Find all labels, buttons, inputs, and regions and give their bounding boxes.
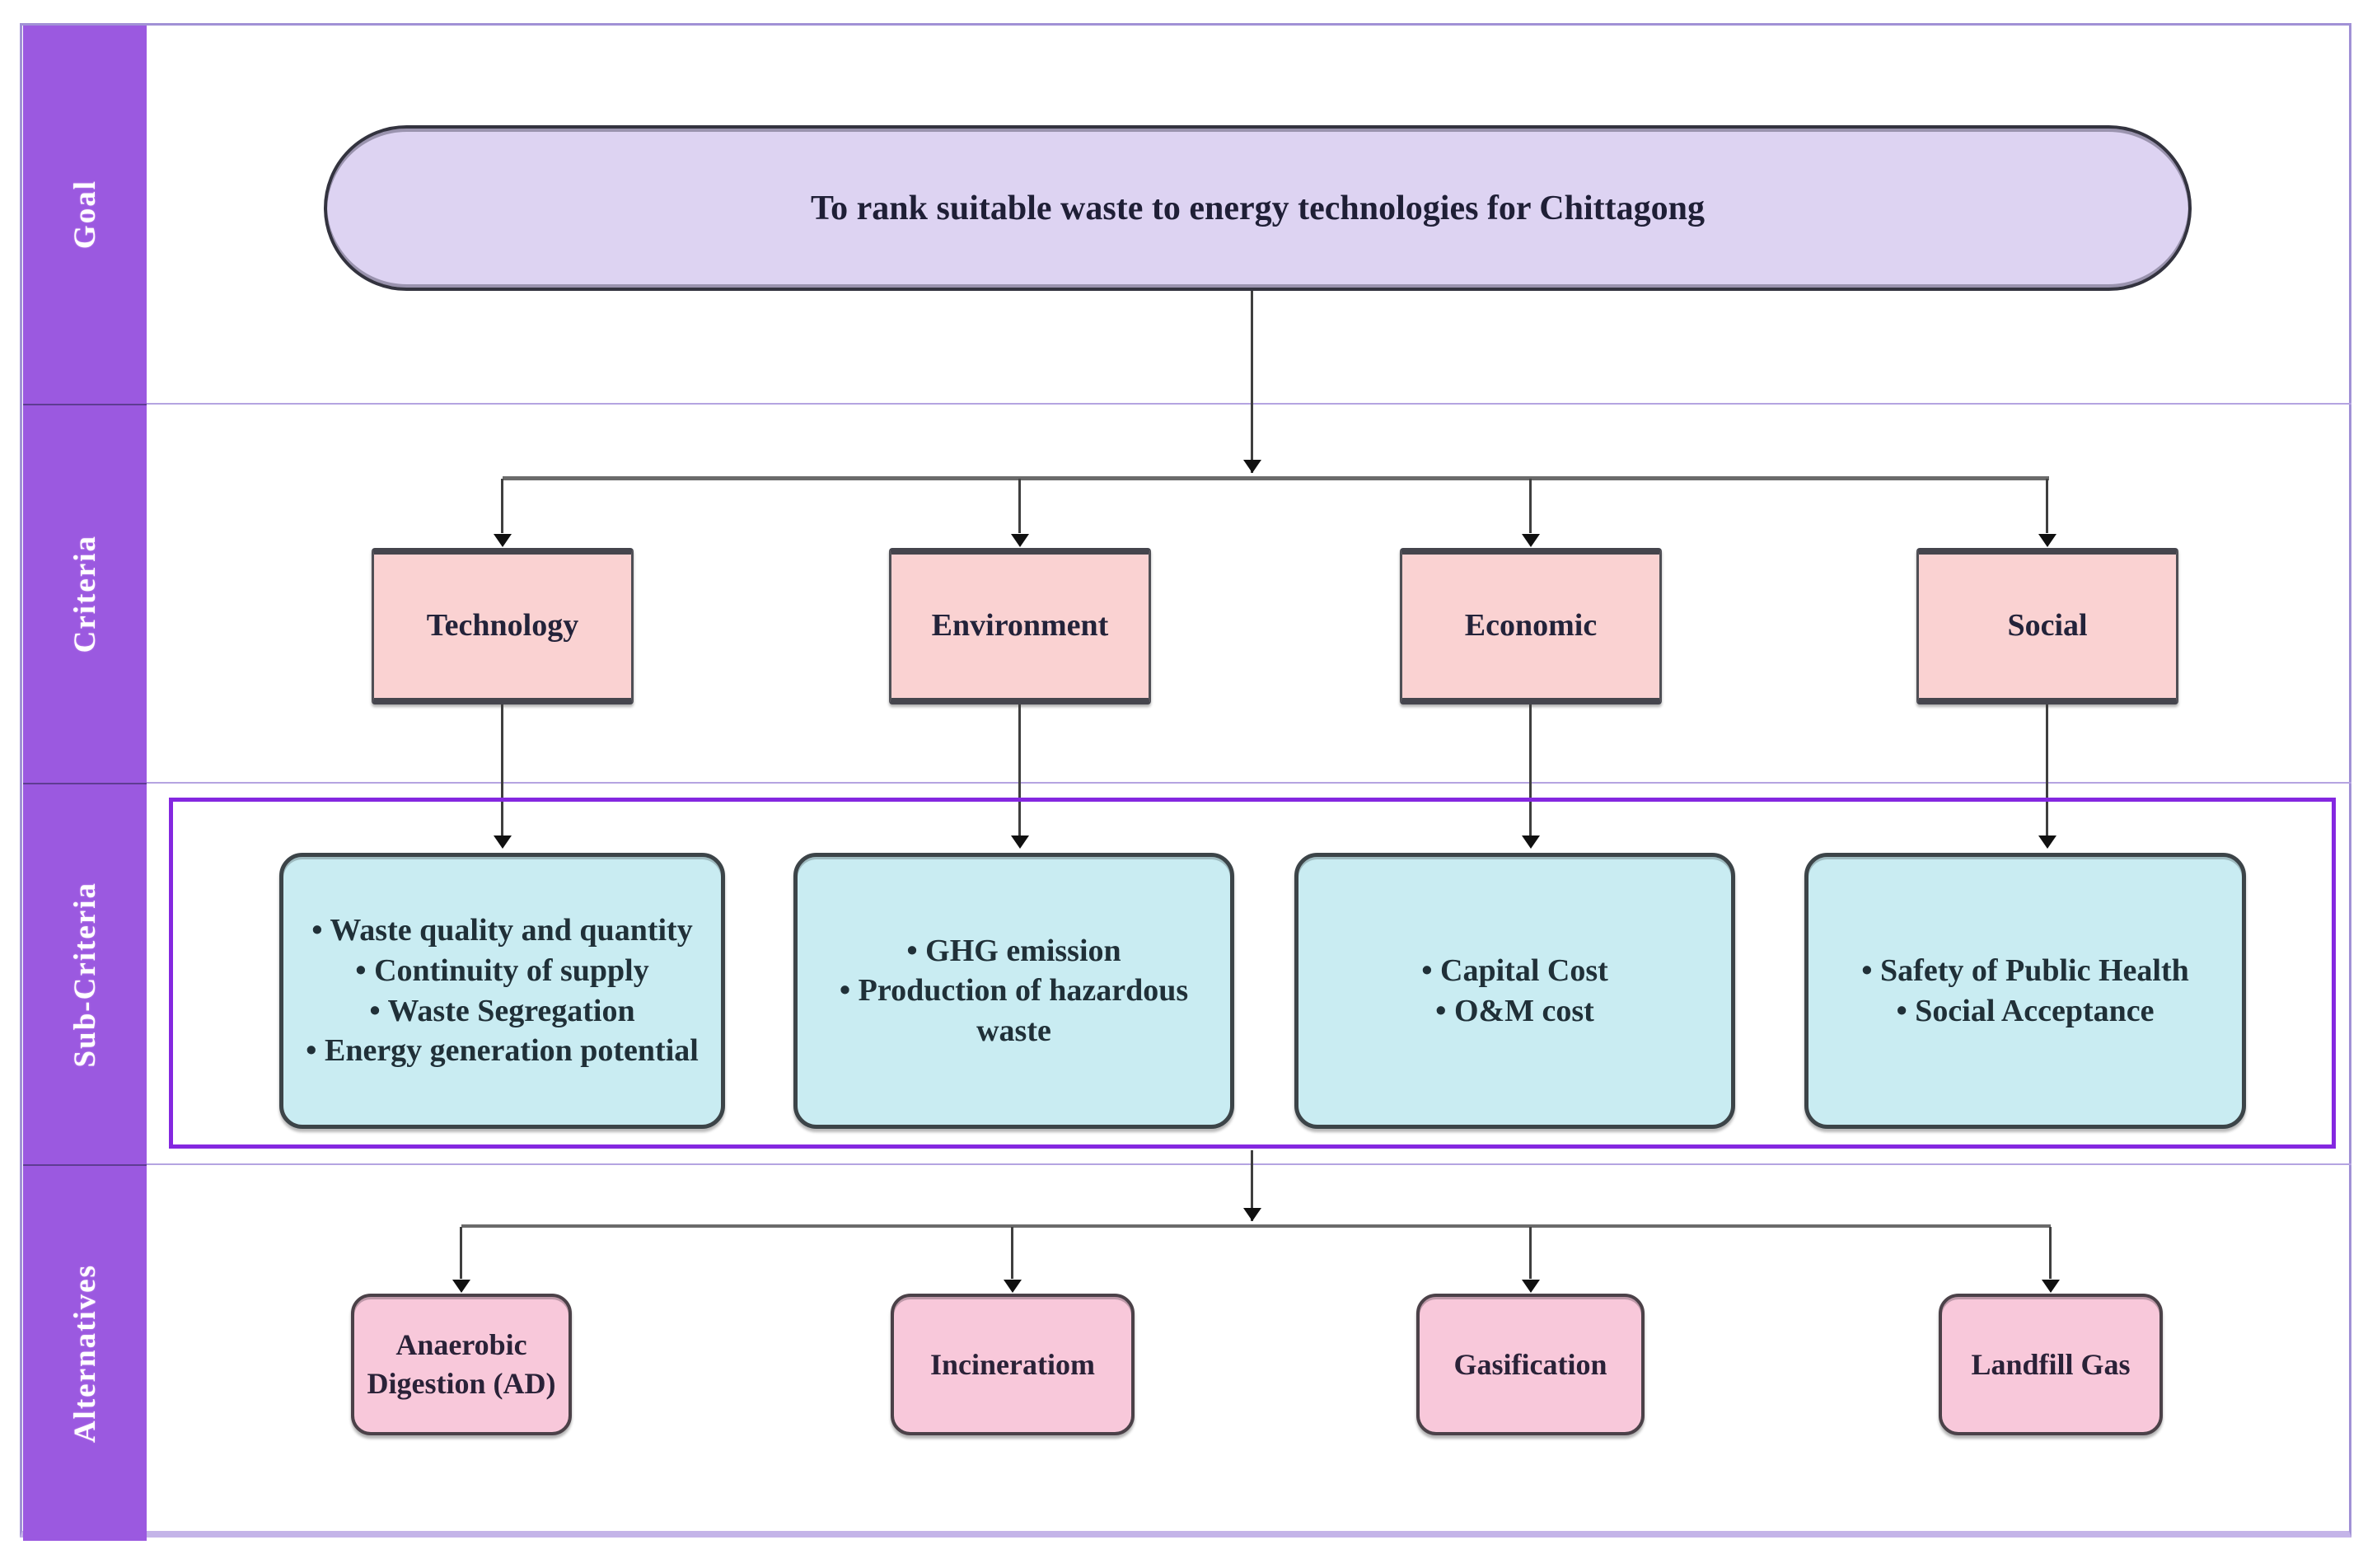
criteria-box-social: Social [1916,548,2178,704]
criteria-box-technology: Technology [372,548,634,704]
alternative-box-anaerobic-digestion: Anaerobic Digestion (AD) [351,1294,572,1435]
connector-goal-to-criteria [1251,291,1253,473]
subcriteria-item: Energy generation potential [306,1031,699,1071]
connector-to-social [2046,479,2048,533]
alternative-box-incineration: Incineratiom [891,1294,1135,1435]
connector-to-gasification [1529,1227,1532,1279]
goal-node: To rank suitable waste to energy technol… [324,125,2192,291]
arrowhead-icon [494,835,512,849]
criteria-label: Technology [426,608,579,644]
alternatives-distribution-line [461,1224,2051,1228]
connector-to-incineration [1011,1227,1013,1279]
criteria-box-environment: Environment [889,548,1151,704]
row-divider-subcriteria-alternatives [147,1163,2351,1165]
level-sidebar: Goal Criteria Sub-Criteria Alternatives [23,26,147,1541]
subcriteria-item: Waste quality and quantity [311,910,692,951]
sidebar-label-criteria: Criteria [68,535,102,653]
sidebar-band-alternatives: Alternatives [23,1164,147,1541]
subcriteria-item: GHG emission [906,931,1121,971]
arrowhead-icon [1522,1280,1540,1293]
sidebar-label-subcriteria: Sub-Criteria [68,881,102,1068]
sidebar-band-criteria: Criteria [23,404,147,783]
subcriteria-item: Waste Segregation [369,991,635,1032]
arrowhead-icon [2042,1280,2060,1293]
subcriteria-item: Production of hazardous waste [814,971,1214,1051]
arrowhead-icon [1004,1280,1022,1293]
subcriteria-item: Social Acceptance [1896,991,2154,1032]
criteria-label: Economic [1464,608,1598,644]
alternative-label: Landfill Gas [1971,1347,2131,1381]
row-divider-criteria-subcriteria [147,782,2351,784]
sidebar-label-alternatives: Alternatives [68,1263,102,1444]
subcriteria-box-technology: Waste quality and quantity Continuity of… [279,853,725,1129]
connector-economic-to-sub [1529,704,1532,836]
arrowhead-icon [1011,534,1029,547]
connector-to-technology [501,479,503,533]
criteria-label: Environment [931,608,1109,644]
connector-to-ad [460,1227,462,1279]
goal-text: To rank suitable waste to energy technol… [811,189,1705,227]
subcriteria-box-economic: Capital Cost O&M cost [1294,853,1735,1129]
arrowhead-icon [1243,460,1261,473]
connector-to-economic [1529,479,1532,533]
arrowhead-icon [1011,835,1029,849]
criteria-box-economic: Economic [1400,548,1662,704]
subcriteria-item: O&M cost [1435,991,1594,1032]
arrowhead-icon [452,1280,470,1293]
subcriteria-frame [169,798,2336,1149]
alternative-label: Incineratiom [930,1347,1095,1381]
arrowhead-icon [2038,534,2056,547]
connector-to-environment [1018,479,1021,533]
connector-technology-to-sub [501,704,503,836]
connector-sub-to-alternatives [1251,1150,1253,1221]
alternative-label: Anaerobic Digestion (AD) [367,1328,556,1400]
subcriteria-box-social: Safety of Public Health Social Acceptanc… [1804,853,2246,1129]
sidebar-band-goal: Goal [23,26,147,404]
criteria-distribution-line [503,476,2049,480]
subcriteria-item: Safety of Public Health [1861,951,2189,991]
sidebar-band-subcriteria: Sub-Criteria [23,783,147,1164]
connector-to-landfill-gas [2049,1227,2052,1279]
subcriteria-box-environment: GHG emission Production of hazardous was… [793,853,1234,1129]
arrowhead-icon [1522,534,1540,547]
arrowhead-icon [494,534,512,547]
arrowhead-icon [1243,1208,1261,1221]
subcriteria-item: Continuity of supply [355,951,649,991]
alternative-box-landfill-gas: Landfill Gas [1939,1294,2163,1435]
row-divider-goal-criteria [147,403,2351,405]
arrowhead-icon [1522,835,1540,849]
criteria-label: Social [2007,608,2088,644]
arrowhead-icon [2038,835,2056,849]
connector-social-to-sub [2046,704,2048,836]
alternative-box-gasification: Gasification [1416,1294,1645,1435]
subcriteria-item: Capital Cost [1421,951,1608,991]
connector-environment-to-sub [1018,704,1021,836]
sidebar-label-goal: Goal [68,180,102,250]
alternative-label: Gasification [1453,1347,1607,1381]
